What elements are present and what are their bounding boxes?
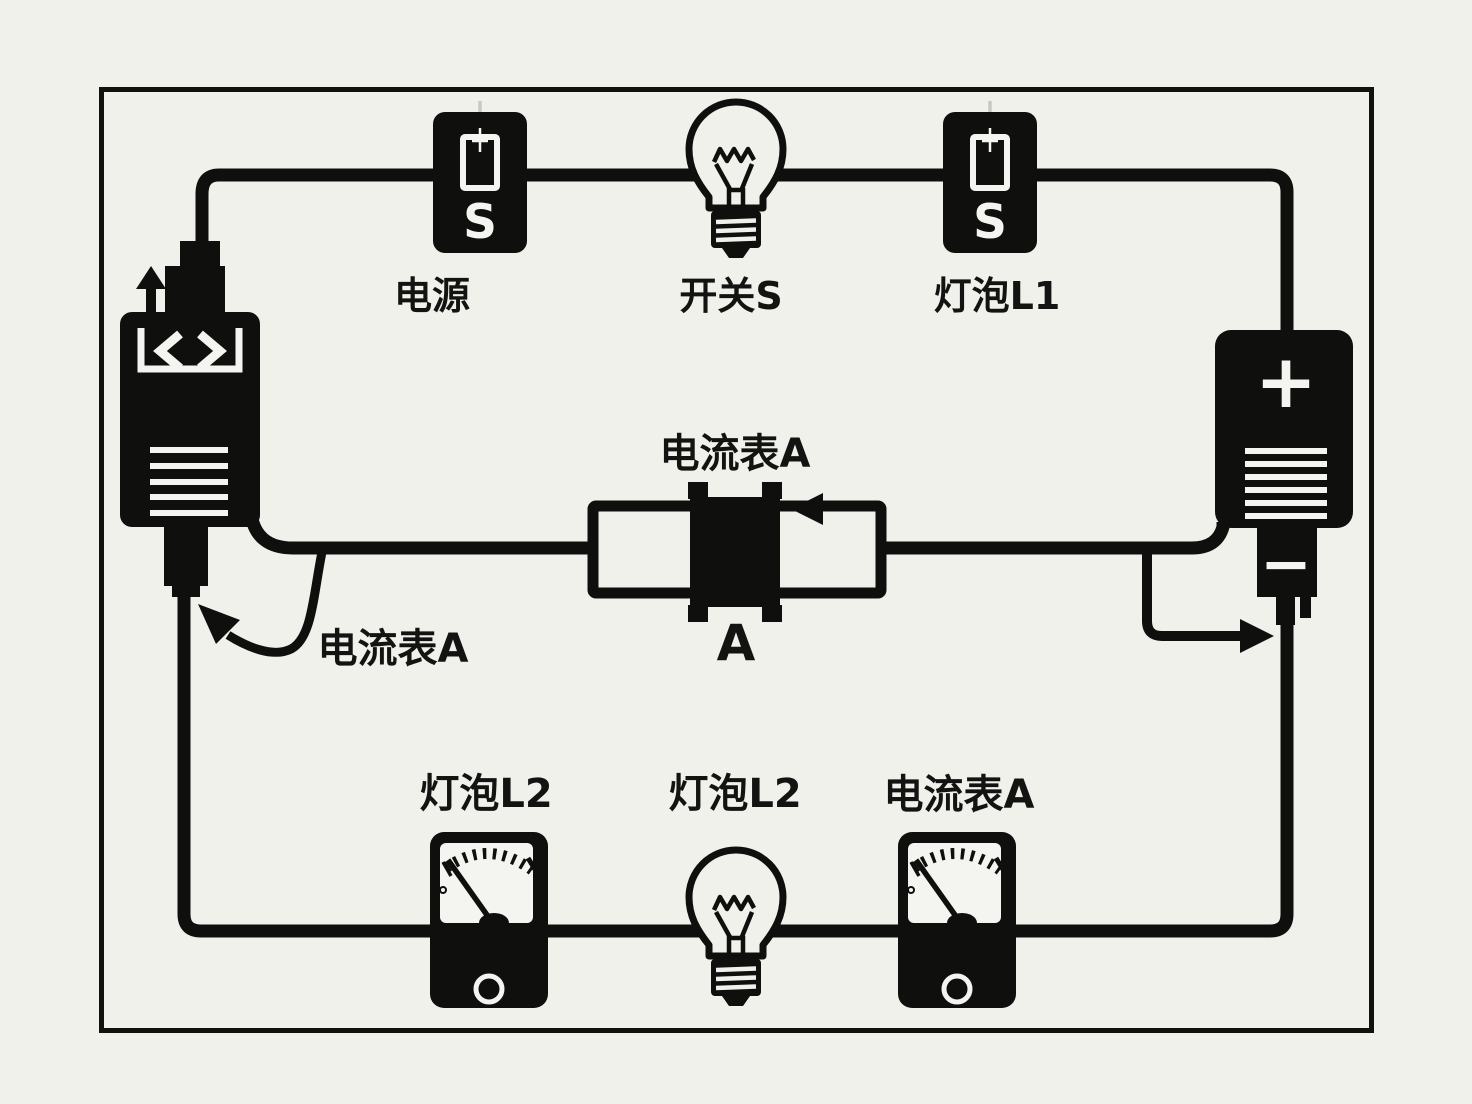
label-bulb-l2-left: 灯泡L2 xyxy=(419,771,552,817)
label-bulb-l2-mid: 灯泡L2 xyxy=(668,771,801,817)
battery-plus-label: + xyxy=(1255,339,1317,425)
ammeter-symbol xyxy=(587,482,887,622)
bulb-top-icon xyxy=(689,102,783,258)
ammeter-letter: A xyxy=(717,614,756,672)
up-arrow-shaft xyxy=(146,287,156,313)
label-switch-s: 开关S xyxy=(679,274,782,318)
battery-pointer-arrow xyxy=(1142,552,1274,653)
chevron-right-icon xyxy=(197,330,227,372)
wire-callout-arrow xyxy=(198,551,327,657)
label-power: 电源 xyxy=(394,274,470,318)
current-direction-arrow-icon xyxy=(791,493,823,525)
label-ammeter-bottom: 电流表A xyxy=(884,772,1035,818)
adapter-vent-stripes xyxy=(150,447,228,516)
battery-minus-label: − xyxy=(1260,527,1312,600)
outer-frame xyxy=(99,87,1374,1033)
middle-wire-left xyxy=(244,512,592,555)
label-ammeter-center: 电流表A xyxy=(660,431,811,477)
ammeter-block xyxy=(688,482,782,622)
middle-wire-right xyxy=(882,522,1230,555)
bulb-bottom-icon xyxy=(689,850,783,1006)
up-arrow-icon xyxy=(136,266,166,289)
switch1-letter: S xyxy=(463,195,497,250)
battery-component: + − xyxy=(1215,330,1353,625)
meter-right-icon xyxy=(898,832,1016,1008)
switch2-letter: S xyxy=(973,195,1007,250)
label-bulb-l1: 灯泡L1 xyxy=(934,274,1061,318)
switch-component-lamp: S xyxy=(943,101,1037,253)
chevron-left-icon xyxy=(153,330,183,372)
battery-stripes xyxy=(1245,448,1327,519)
label-ammeter-callout: 电流表A xyxy=(318,626,469,672)
power-adapter-component xyxy=(120,241,260,597)
meter-left-icon xyxy=(430,832,548,1008)
switch-component-power: S xyxy=(433,101,527,253)
bracket-icon xyxy=(137,328,243,373)
